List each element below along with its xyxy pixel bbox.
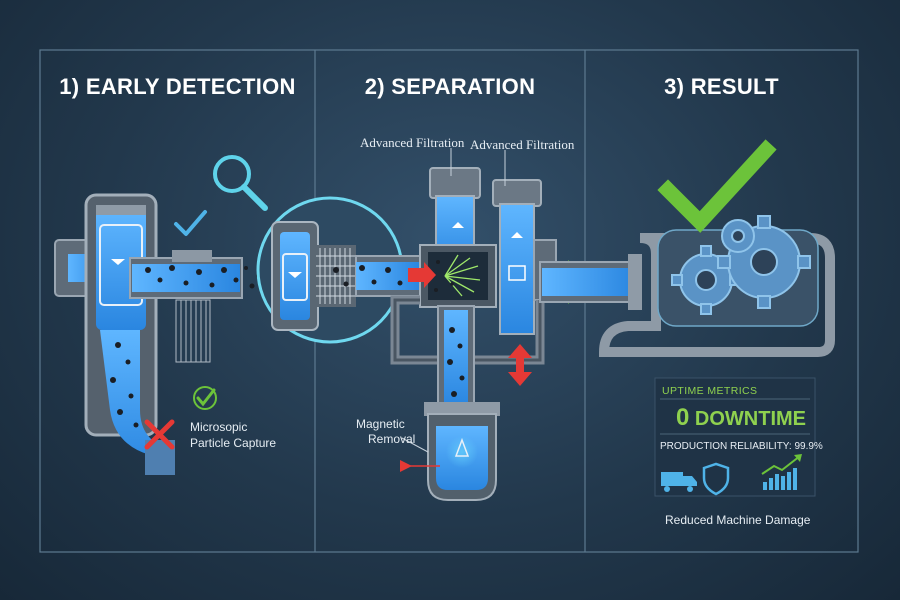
zoom-lens xyxy=(256,196,404,344)
output-pipe xyxy=(539,254,642,310)
particle-capture-label-line2: Particle Capture xyxy=(190,436,277,450)
separator-chamber xyxy=(419,244,497,308)
separation-stream xyxy=(437,305,475,407)
flow-pipe-1 xyxy=(129,257,243,299)
particle-capture-label-line1: Microsopic xyxy=(190,420,248,434)
pointer-marker xyxy=(400,460,440,472)
reliability-readout: PRODUCTION RELIABILITY: 99.9% xyxy=(660,441,823,452)
growth-chart-icon xyxy=(761,454,802,490)
filtration-label-left: Advanced Filtration xyxy=(360,135,465,150)
green-check-icon xyxy=(193,386,217,410)
reduced-damage-label: Reduced Machine Damage xyxy=(665,513,811,527)
cross-icon xyxy=(144,419,175,450)
particles-1 xyxy=(110,265,260,428)
downtime-value: 0 xyxy=(676,404,690,431)
magnetic-chamber xyxy=(424,402,500,501)
success-check-icon xyxy=(657,139,777,233)
checkmark-icon xyxy=(174,210,207,236)
double-arrow-icon xyxy=(508,344,532,386)
filtration-column-right xyxy=(492,179,557,335)
mesh-filter xyxy=(172,250,212,363)
shield-icon xyxy=(702,462,730,496)
magnetic-label-line2: Removal xyxy=(368,432,416,446)
particles-2 xyxy=(333,265,403,287)
truck-icon xyxy=(661,472,697,492)
panel-title-early-detection: 1) EARLY DETECTION xyxy=(59,74,296,99)
filtration-label-right: Advanced Filtration xyxy=(470,137,575,152)
detection-housing xyxy=(84,193,158,437)
downtime-readout: 0 DOWNTIME xyxy=(676,404,806,432)
drain-stream xyxy=(100,330,170,470)
downtime-label: DOWNTIME xyxy=(694,408,807,430)
panel-title-result: 3) RESULT xyxy=(664,74,779,99)
uptime-metrics-heading: UPTIME METRICS xyxy=(662,385,758,397)
magnifier-icon xyxy=(213,155,268,211)
panel-title-separation: 2) SEPARATION xyxy=(364,74,536,99)
arrow-icon xyxy=(408,262,436,288)
magnetic-label-line1: Magnetic xyxy=(356,417,405,431)
gears-icon xyxy=(671,215,811,315)
